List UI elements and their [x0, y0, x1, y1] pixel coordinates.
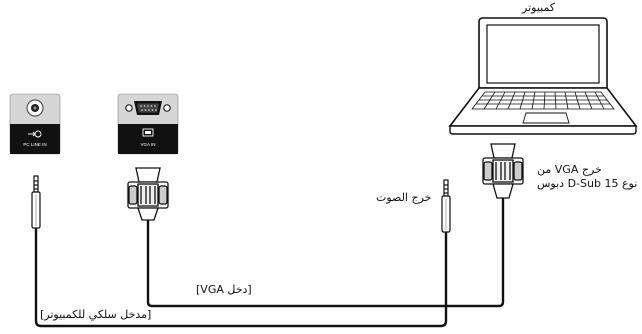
vga-cable — [146, 196, 505, 308]
monitor-icon — [142, 128, 154, 137]
audio-plug-icon-right — [441, 179, 451, 233]
computer-label: كمبيوتر — [522, 1, 556, 14]
vga-out-label-line2: نوع 15 D-Sub دبوس — [537, 177, 638, 190]
audio-cable — [34, 226, 448, 328]
vga-out-label-line1: خرج VGA من — [537, 163, 602, 176]
vga-in-label: VGA IN — [140, 142, 155, 147]
vga-port-icon — [125, 101, 171, 115]
vga-plug-icon-right — [482, 143, 524, 199]
pc-wire-in-label: [مدخل سلكي للكمبيوتر] — [40, 308, 152, 321]
line-in-arrow-icon — [28, 130, 42, 138]
vga-in-cable-label: [دخل VGA] — [196, 283, 252, 296]
vga-plug-icon-left — [127, 167, 169, 221]
pc-line-in-port-box: PC LINE IN — [9, 93, 61, 155]
vga-in-port-box: VGA IN — [117, 93, 179, 155]
audio-out-label: خرج الصوت — [376, 191, 432, 204]
laptop-icon — [448, 17, 638, 135]
keyboard-icon — [471, 91, 615, 110]
pc-line-in-label: PC LINE IN — [23, 142, 46, 147]
touchpad-icon — [522, 112, 570, 124]
audio-plug-icon-left — [31, 175, 41, 229]
